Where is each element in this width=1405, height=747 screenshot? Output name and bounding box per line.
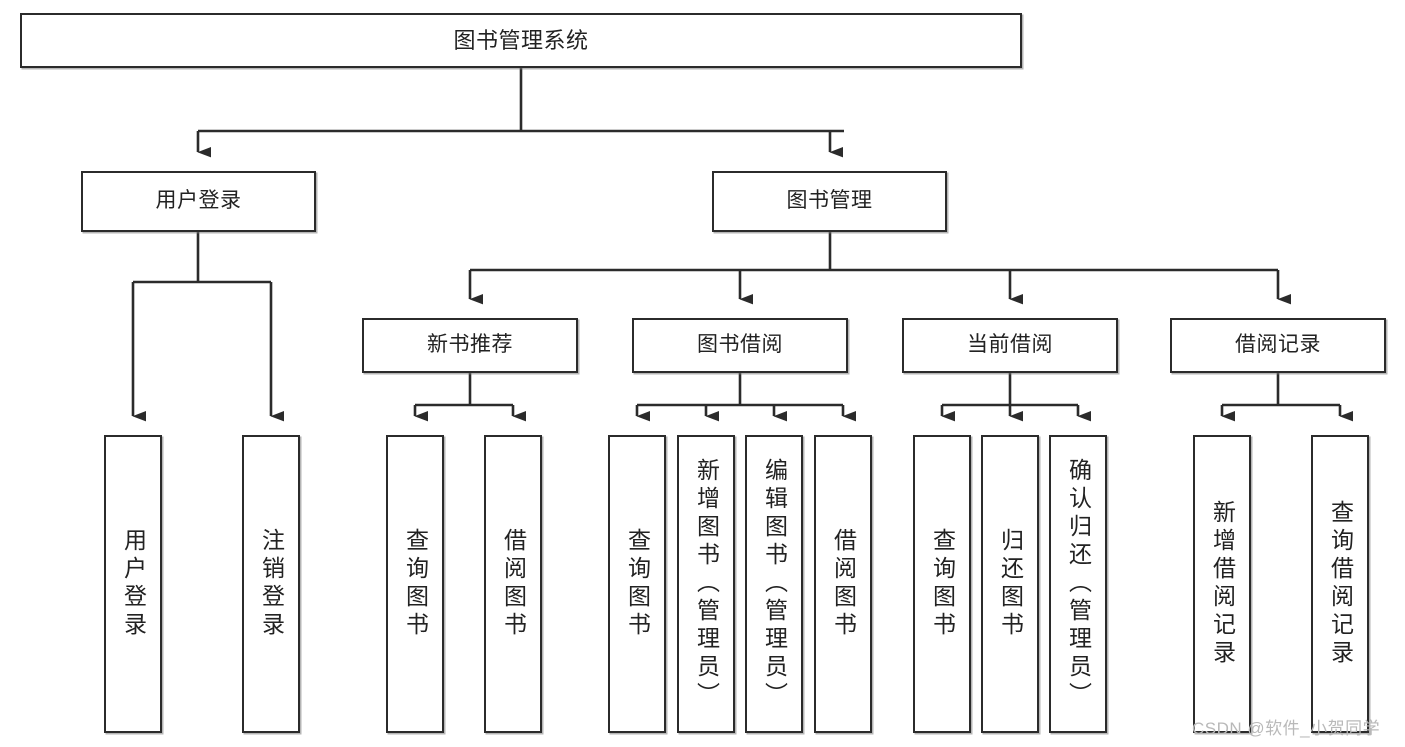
node-book-manage-label: 图书管理 xyxy=(786,189,873,213)
leaf-query-record-label: 查询借阅记录 xyxy=(1327,500,1354,668)
leaf-logout[interactable]: 注销登录 xyxy=(242,435,300,733)
leaf-return-book[interactable]: 归还图书 xyxy=(981,435,1039,733)
leaf-query-book-2[interactable]: 查询图书 xyxy=(608,435,666,733)
leaf-query-book-1[interactable]: 查询图书 xyxy=(386,435,444,733)
leaf-query-book-1-label: 查询图书 xyxy=(402,528,429,640)
leaf-add-record[interactable]: 新增借阅记录 xyxy=(1193,435,1251,733)
leaf-add-record-label: 新增借阅记录 xyxy=(1209,500,1236,668)
leaf-logout-label: 注销登录 xyxy=(258,528,285,640)
leaf-borrow-book-1-label: 借阅图书 xyxy=(500,528,527,640)
node-root-label: 图书管理系统 xyxy=(453,27,589,53)
node-user-login[interactable]: 用户登录 xyxy=(81,171,316,232)
node-current-borrow[interactable]: 当前借阅 xyxy=(902,318,1118,373)
node-book-borrow[interactable]: 图书借阅 xyxy=(632,318,848,373)
leaf-user-login-label: 用户登录 xyxy=(120,528,147,640)
leaf-edit-book-label: 编辑图书（管理员） xyxy=(761,458,788,710)
leaf-borrow-book-1[interactable]: 借阅图书 xyxy=(484,435,542,733)
node-user-login-label: 用户登录 xyxy=(155,189,242,213)
leaf-add-book-label: 新增图书（管理员） xyxy=(693,458,720,710)
leaf-query-book-3[interactable]: 查询图书 xyxy=(913,435,971,733)
leaf-confirm-return[interactable]: 确认归还（管理员） xyxy=(1049,435,1107,733)
node-root[interactable]: 图书管理系统 xyxy=(20,13,1022,68)
leaf-return-book-label: 归还图书 xyxy=(997,528,1024,640)
node-new-book-recommend-label: 新书推荐 xyxy=(427,333,513,357)
leaf-borrow-book-2[interactable]: 借阅图书 xyxy=(814,435,872,733)
node-borrow-record[interactable]: 借阅记录 xyxy=(1170,318,1386,373)
node-current-borrow-label: 当前借阅 xyxy=(967,333,1053,357)
leaf-query-record[interactable]: 查询借阅记录 xyxy=(1311,435,1369,733)
leaf-query-book-2-label: 查询图书 xyxy=(624,528,651,640)
node-new-book-recommend[interactable]: 新书推荐 xyxy=(362,318,578,373)
node-book-borrow-label: 图书借阅 xyxy=(697,333,783,357)
leaf-user-login[interactable]: 用户登录 xyxy=(104,435,162,733)
node-book-manage[interactable]: 图书管理 xyxy=(712,171,947,232)
leaf-edit-book[interactable]: 编辑图书（管理员） xyxy=(745,435,803,733)
leaf-query-book-3-label: 查询图书 xyxy=(929,528,956,640)
leaf-borrow-book-2-label: 借阅图书 xyxy=(830,528,857,640)
csdn-watermark: CSDN @软件_小贺同学 xyxy=(1192,719,1381,738)
leaf-add-book[interactable]: 新增图书（管理员） xyxy=(677,435,735,733)
leaf-confirm-return-label: 确认归还（管理员） xyxy=(1065,458,1092,710)
node-borrow-record-label: 借阅记录 xyxy=(1235,333,1321,357)
